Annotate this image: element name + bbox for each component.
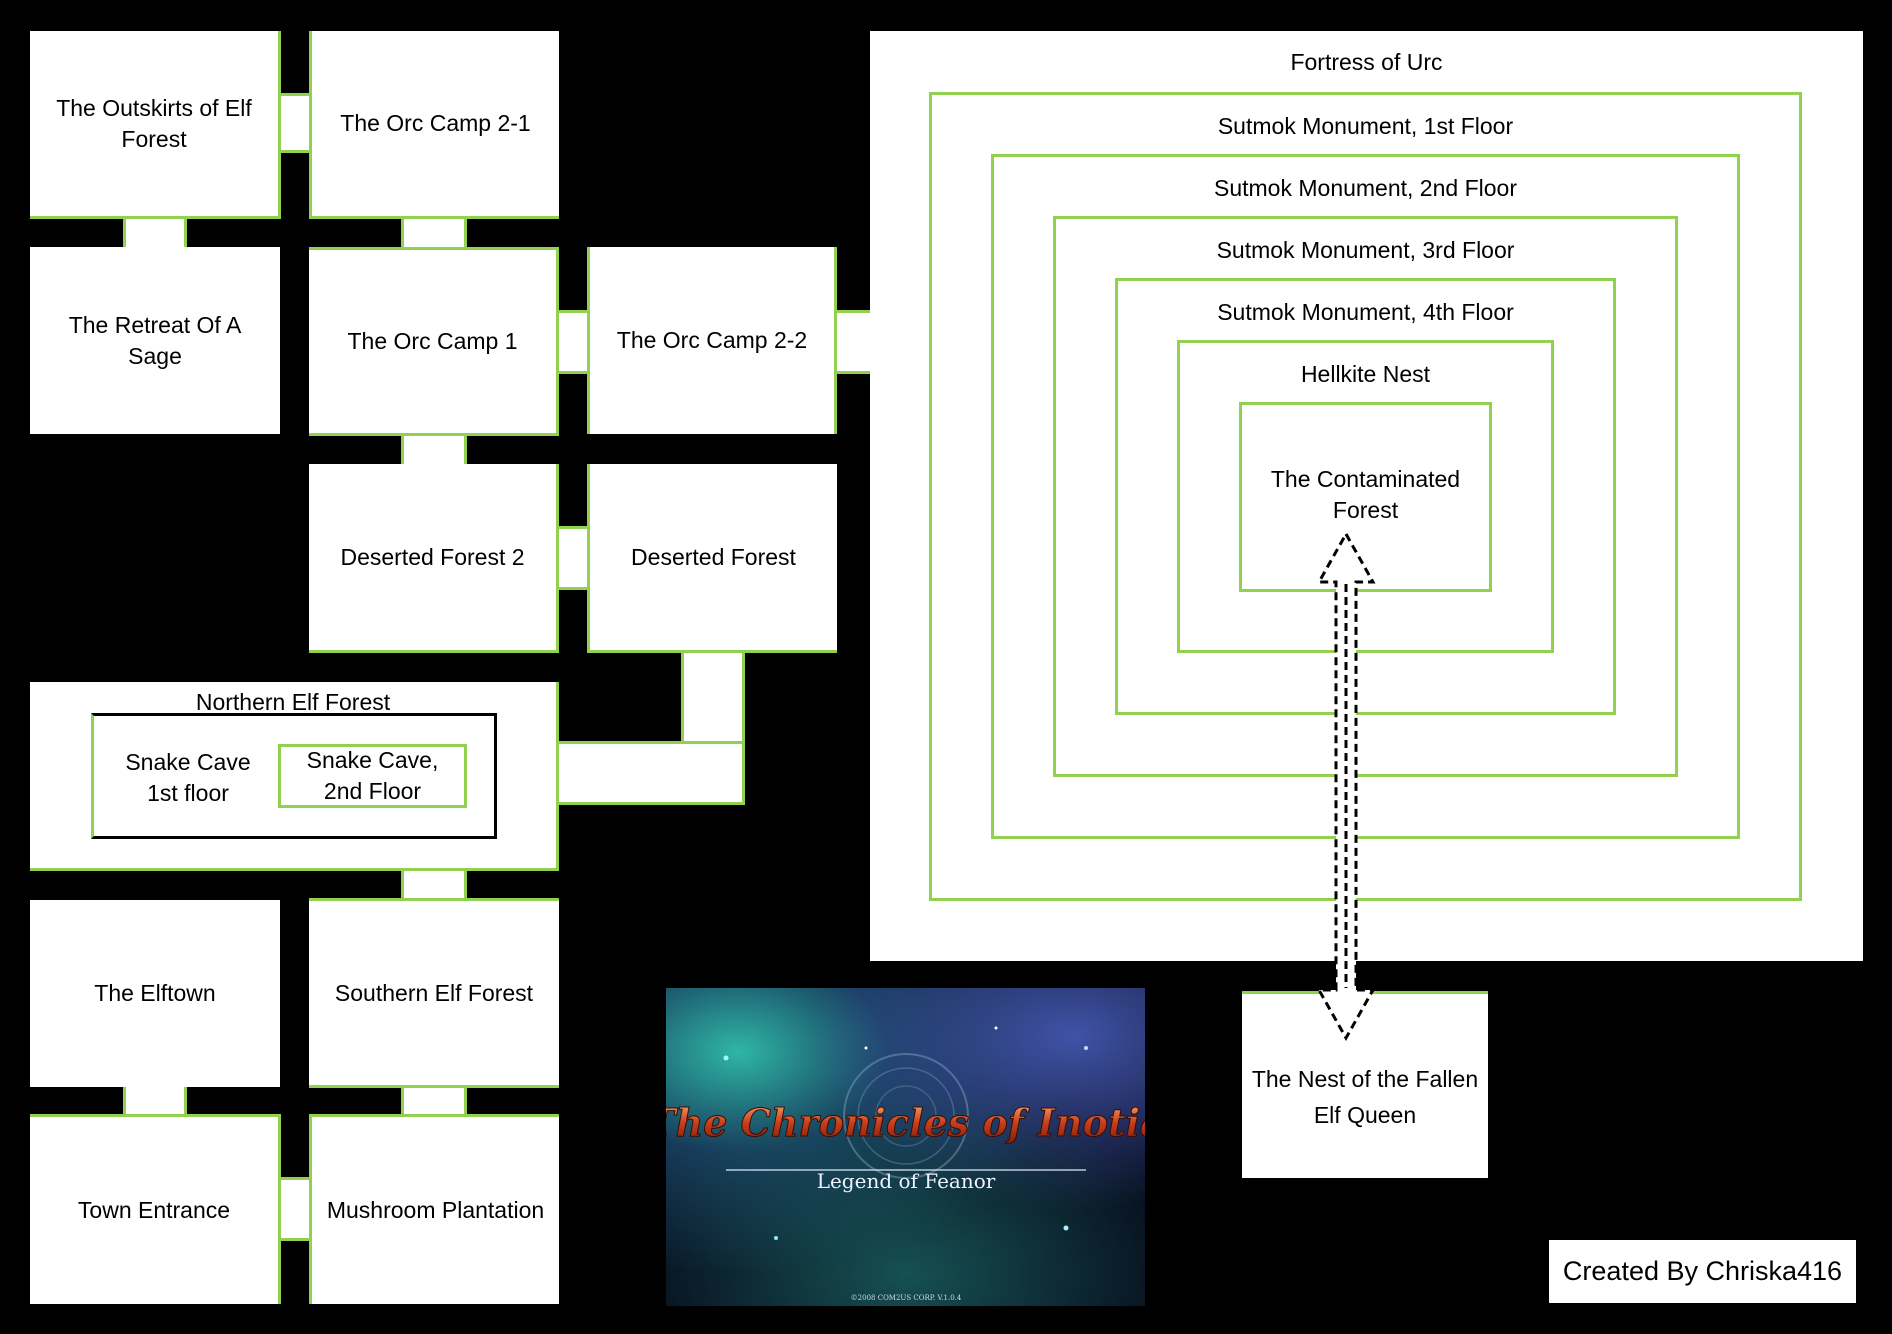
connector-deserted-north-horizontal bbox=[555, 741, 745, 805]
room-retreat-of-a-sage: The Retreat Of A Sage bbox=[30, 247, 280, 434]
floor3-label: Sutmok Monument, 3rd Floor bbox=[1216, 237, 1515, 263]
floor1-label: Sutmok Monument, 1st Floor bbox=[1217, 113, 1514, 139]
title-card-art: The Chronicles of Inotia Legend of Feano… bbox=[666, 988, 1145, 1306]
title-card-title: The Chronicles of Inotia bbox=[666, 1100, 1145, 1145]
hellkite-nest-label: Hellkite Nest bbox=[1300, 361, 1431, 387]
room-orc-camp-2-1: The Orc Camp 2-1 bbox=[309, 31, 559, 219]
room-outskirts-elf-forest: The Outskirts of Elf Forest bbox=[30, 31, 281, 219]
connector-deserted-north-vertical bbox=[681, 648, 745, 748]
connector-elftown-townentrance bbox=[123, 1084, 187, 1118]
connector-orc1-orc22 bbox=[555, 310, 589, 374]
room-town-entrance: Town Entrance bbox=[30, 1114, 281, 1304]
room-mushroom-plantation: Mushroom Plantation bbox=[309, 1114, 559, 1304]
connector-outskirts-orc21 bbox=[278, 93, 312, 153]
room-orc-camp-1: The Orc Camp 1 bbox=[309, 247, 559, 436]
credit-label: Created By Chriska416 bbox=[1549, 1240, 1856, 1303]
room-deserted-forest-2: Deserted Forest 2 bbox=[309, 464, 559, 653]
connector-orc22-fortress bbox=[834, 310, 874, 374]
room-orc-camp-2-2: The Orc Camp 2-2 bbox=[587, 247, 837, 434]
room-contaminated-forest: The Contaminated Forest bbox=[1239, 402, 1492, 592]
sutmok-monument-3rd-floor: Sutmok Monument, 3rd Floor bbox=[1053, 216, 1678, 777]
game-title-card: The Chronicles of Inotia Legend of Feano… bbox=[666, 988, 1145, 1306]
connector-orc21-orc1 bbox=[401, 216, 467, 250]
hellkite-nest: Hellkite Nest bbox=[1177, 340, 1554, 653]
room-the-elftown: The Elftown bbox=[30, 900, 280, 1087]
sutmok-monument-1st-floor: Sutmok Monument, 1st Floor bbox=[929, 92, 1802, 901]
fortress-of-urc-label: Fortress of Urc bbox=[1290, 49, 1443, 75]
connector-outskirts-retreat bbox=[123, 216, 187, 250]
room-southern-elf-forest: Southern Elf Forest bbox=[309, 898, 559, 1088]
connector-southern-mushroom bbox=[401, 1084, 467, 1118]
title-card-subtitle: Legend of Feanor bbox=[817, 1169, 996, 1193]
double-arrow-icon bbox=[1316, 532, 1376, 1042]
connector-townentrance-mushroom bbox=[278, 1177, 312, 1241]
room-nest-of-fallen-elf-queen: The Nest of the Fallen Elf Queen bbox=[1242, 991, 1488, 1178]
connector-deserted2-deserted bbox=[555, 526, 589, 590]
sutmok-monument-2nd-floor: Sutmok Monument, 2nd Floor bbox=[991, 154, 1740, 839]
floor4-label: Sutmok Monument, 4th Floor bbox=[1217, 299, 1514, 325]
connector-orc1-deserted2 bbox=[401, 433, 467, 467]
sutmok-monument-4th-floor: Sutmok Monument, 4th Floor bbox=[1115, 278, 1616, 715]
floor2-label: Sutmok Monument, 2nd Floor bbox=[1214, 175, 1517, 201]
room-snake-cave-2nd-floor: Snake Cave, 2nd Floor bbox=[278, 744, 467, 808]
northern-elf-forest-label: Northern Elf Forest bbox=[195, 689, 391, 715]
title-card-copyright: ©2008 COM2US CORP. V.1.0.4 bbox=[851, 1294, 962, 1302]
room-snake-cave-1st-floor: Snake Cave 1st floor bbox=[100, 736, 276, 820]
room-deserted-forest: Deserted Forest bbox=[587, 464, 837, 653]
